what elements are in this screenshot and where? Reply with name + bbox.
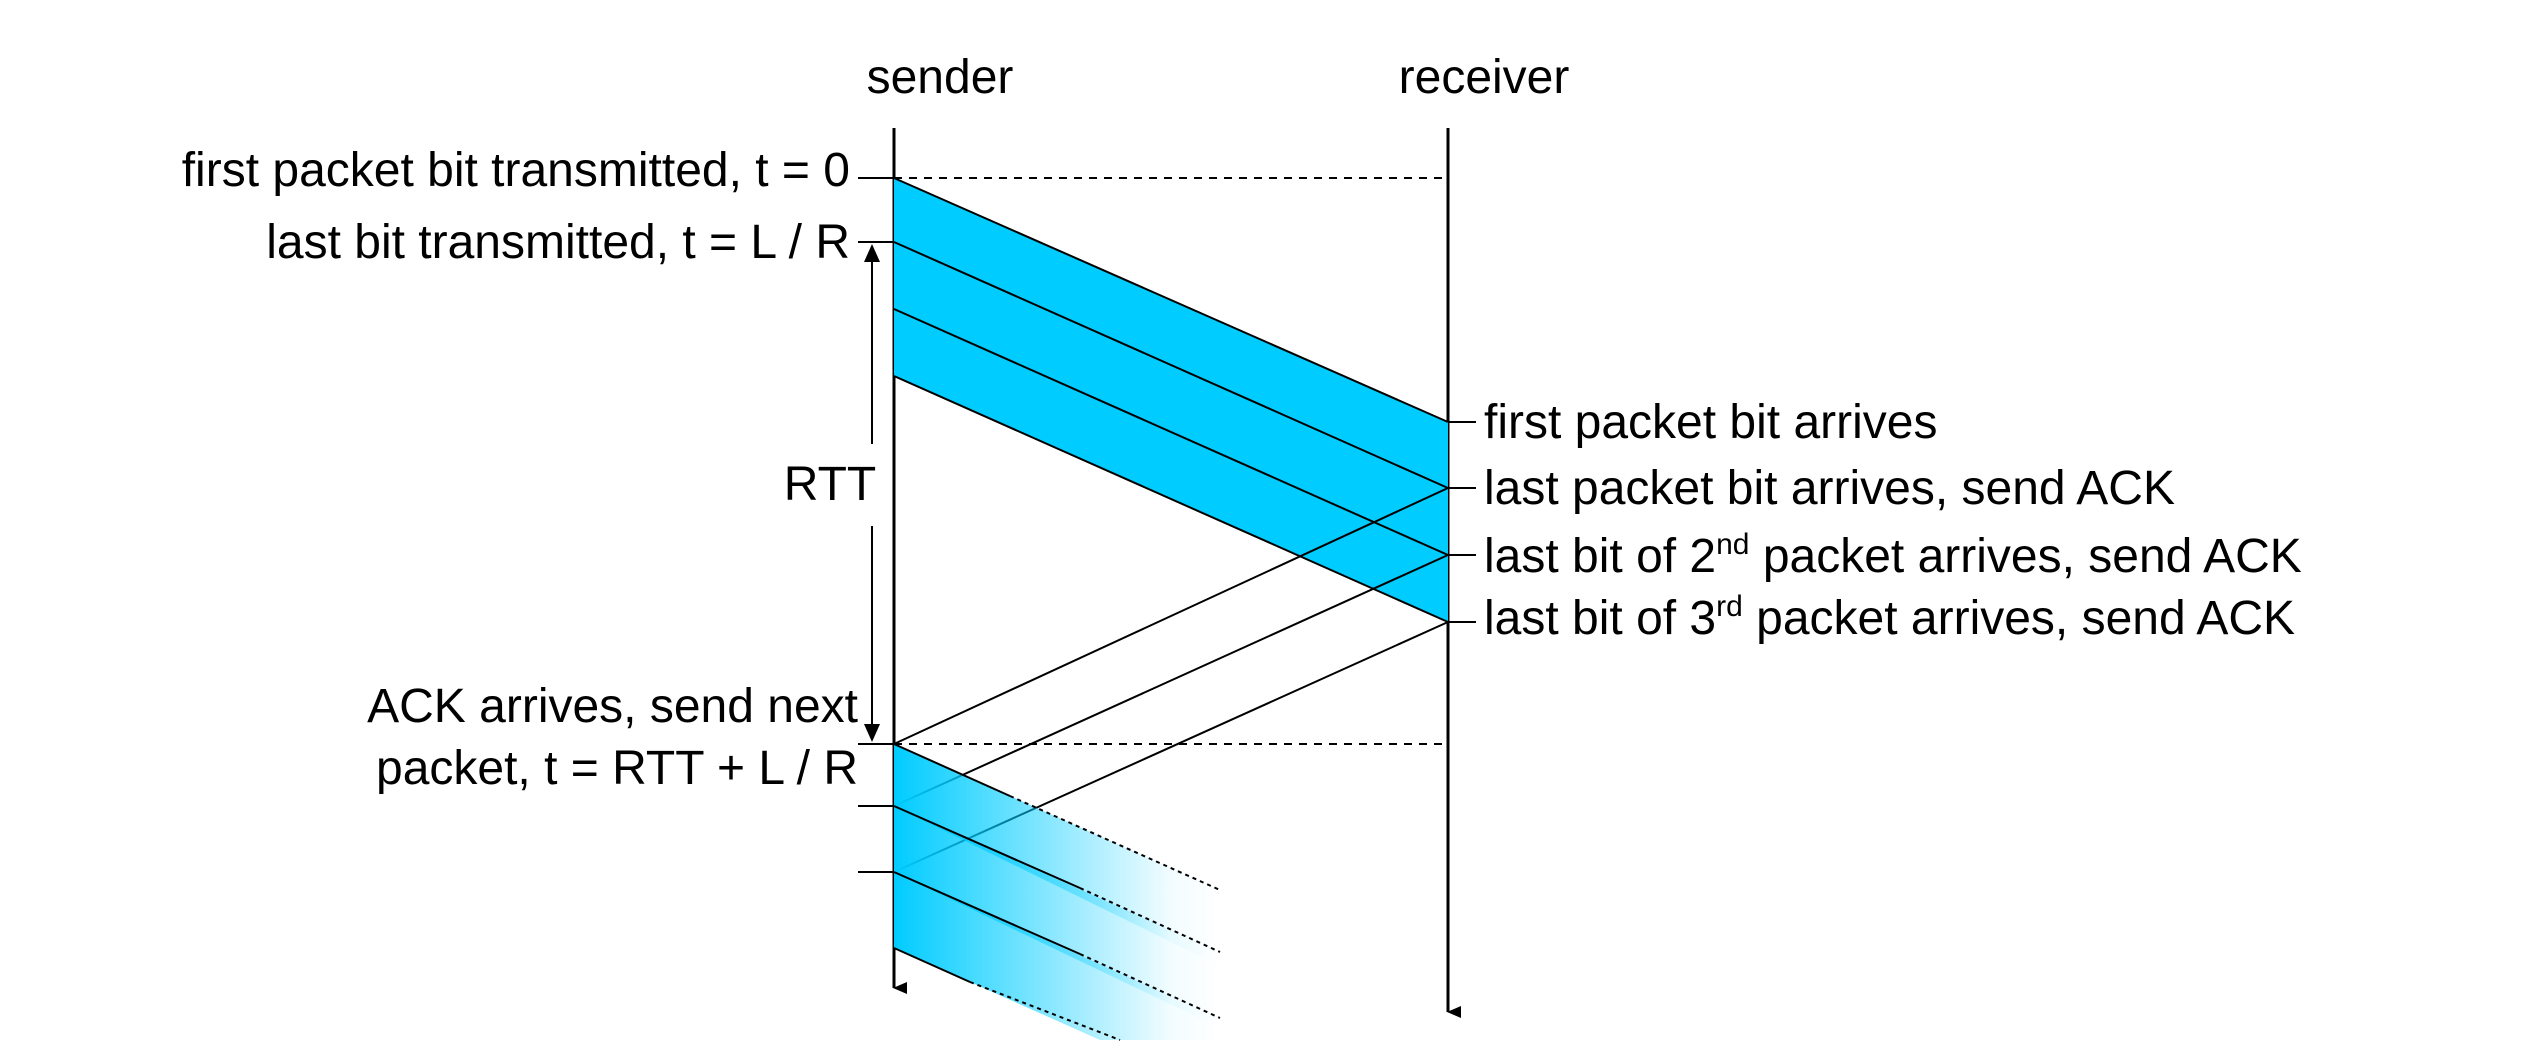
ack-arrives-label-line1: ACK arrives, send next [367,680,858,733]
second-packet-arrives-label: last bit of 2nd packet arrives, send ACK [1484,528,2302,583]
next-packet-3-edge [893,871,1081,955]
ack-line-2 [893,554,1449,807]
packet-2-end-edge [893,308,1449,556]
last-bit-arrives-label: last packet bit arrives, send ACK [1484,462,2175,515]
rtt-label: RTT [784,458,876,511]
rtt-arrowhead-up [864,244,880,262]
third-packet-arrives-label: last bit of 3rd packet arrives, send ACK [1484,590,2295,645]
second-label-pre: last bit of 2 [1484,530,1716,583]
next-packet-1 [894,744,1220,966]
rtt-arrowhead-down [864,724,880,742]
ack-line-1 [893,487,1449,745]
receiver-header: receiver [1399,51,1570,104]
next-packet-1-edge-fade [1009,795,1221,891]
second-label-sup: nd [1716,528,1749,561]
next-packet-2-edge [893,805,1081,889]
third-label-pre: last bit of 3 [1484,592,1716,645]
next-packet-3-edge-fade [1079,953,1221,1019]
sender-header: sender [867,51,1014,104]
last-bit-transmitted-label: last bit transmitted, t = L / R [266,216,850,269]
packet-1-end-edge [893,241,1449,489]
third-label-post: packet arrives, send ACK [1743,592,2295,645]
first-bit-arrives-label: first packet bit arrives [1484,396,1937,449]
next-packet-1-edge [893,743,1011,797]
ack-arrives-label-line2: packet, t = RTT + L / R [376,742,858,795]
first-bit-transmitted-label: first packet bit transmitted, t = 0 [182,144,850,197]
next-packet-4-edge [893,947,971,983]
packet-edge-first-bit [893,177,1449,423]
next-packet-4-edge-fade [969,981,1121,1041]
next-packet-3 [894,872,1220,1040]
second-label-post: packet arrives, send ACK [1750,530,2302,583]
packet-band [894,178,1448,622]
packet-3-end-edge [893,375,1449,623]
next-packet-2 [894,806,1220,1028]
third-label-sup: rd [1716,590,1743,623]
next-packet-2-edge-fade [1079,887,1221,953]
